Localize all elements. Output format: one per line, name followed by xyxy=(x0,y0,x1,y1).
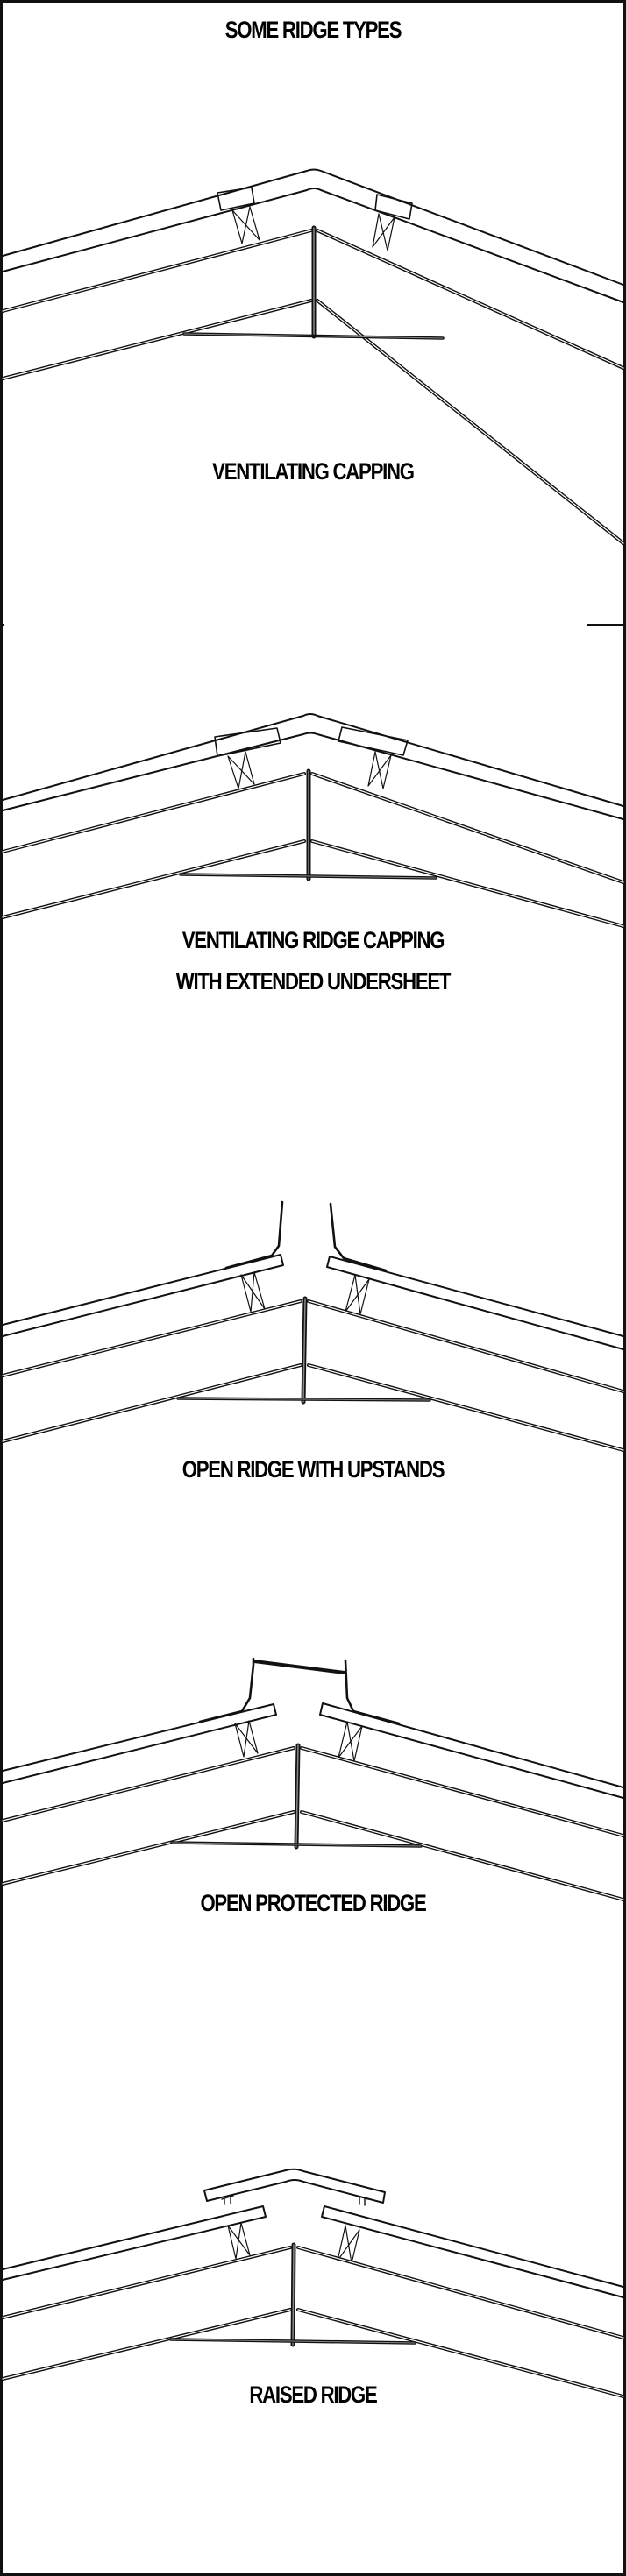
diagram-ventilating-ridge-capping-extended-undersheet xyxy=(1,713,625,928)
diagram-label-ventilating-ridge-capping-line1: VENTILATING RIDGE CAPPING xyxy=(181,927,445,953)
diagram-label-open-ridge-with-upstands: OPEN RIDGE WITH UPSTANDS xyxy=(181,1456,445,1483)
diagram-open-ridge-with-upstands xyxy=(1,1200,625,1452)
page-title: SOME RIDGE TYPES xyxy=(224,17,402,43)
diagram-label-ventilating-ridge-capping-line2: WITH EXTENDED UNDERSHEET xyxy=(175,968,452,994)
diagram-ventilating-capping xyxy=(1,168,625,545)
diagram-label-raised-ridge: RAISED RIDGE xyxy=(249,2381,377,2408)
diagram-label-ventilating-capping: VENTILATING CAPPING xyxy=(212,458,415,485)
diagram-raised-ridge xyxy=(1,2168,625,2398)
diagram-open-protected-ridge xyxy=(1,1657,625,1901)
diagram-label-open-protected-ridge: OPEN PROTECTED RIDGE xyxy=(200,1890,426,1916)
